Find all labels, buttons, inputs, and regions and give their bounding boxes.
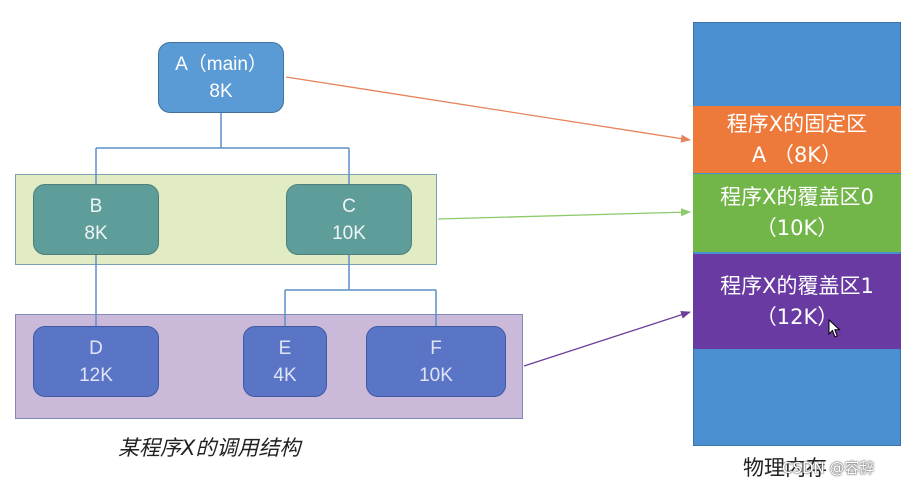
- arrow-overlay0-to-memory: [437, 208, 691, 220]
- overlay0-region-title: 程序X的覆盖区0: [720, 185, 874, 209]
- node-c-name: C: [342, 195, 356, 217]
- node-f: F 10K: [366, 326, 506, 397]
- fixed-region-detail: A （8K）: [751, 142, 843, 167]
- csdn-watermark: CSDN @容辞: [782, 459, 875, 477]
- node-f-size: 10K: [419, 364, 453, 386]
- node-d-size: 12K: [79, 364, 113, 386]
- arrow-overlay1-to-memory: [523, 310, 691, 367]
- node-f-name: F: [430, 337, 442, 359]
- node-b: B 8K: [33, 184, 159, 255]
- arrow-a-to-fixed-region: [285, 76, 691, 143]
- fixed-region-title: 程序X的固定区: [726, 111, 868, 136]
- physical-memory-label: 物理内存: [743, 456, 827, 480]
- node-c-size: 10K: [332, 222, 366, 244]
- overlay0-region-detail: （10K）: [755, 216, 839, 240]
- node-e-name: E: [278, 337, 292, 359]
- call-structure-caption: 某程序X的调用结构: [118, 436, 301, 460]
- overlay1-region-title: 程序X的覆盖区1: [720, 273, 874, 298]
- node-b-size: 8K: [84, 222, 108, 244]
- node-a-main: A（main） 8K: [158, 42, 284, 113]
- overlay1-region-detail: （12K）: [755, 304, 839, 329]
- node-e: E 4K: [243, 326, 327, 397]
- node-a-name: A（main）: [175, 53, 267, 75]
- node-d: D 12K: [33, 326, 159, 397]
- mouse-cursor-icon: [828, 319, 841, 338]
- node-c: C 10K: [286, 184, 412, 255]
- node-a-size: 8K: [209, 80, 233, 102]
- node-b-name: B: [89, 195, 103, 217]
- memory-fixed-region: 程序X的固定区 A （8K）: [693, 106, 901, 173]
- node-e-size: 4K: [273, 364, 297, 386]
- memory-overlay0-region: 程序X的覆盖区0 （10K）: [693, 174, 901, 252]
- memory-overlay1-region: 程序X的覆盖区1 （12K）: [693, 254, 901, 349]
- node-d-name: D: [89, 337, 103, 359]
